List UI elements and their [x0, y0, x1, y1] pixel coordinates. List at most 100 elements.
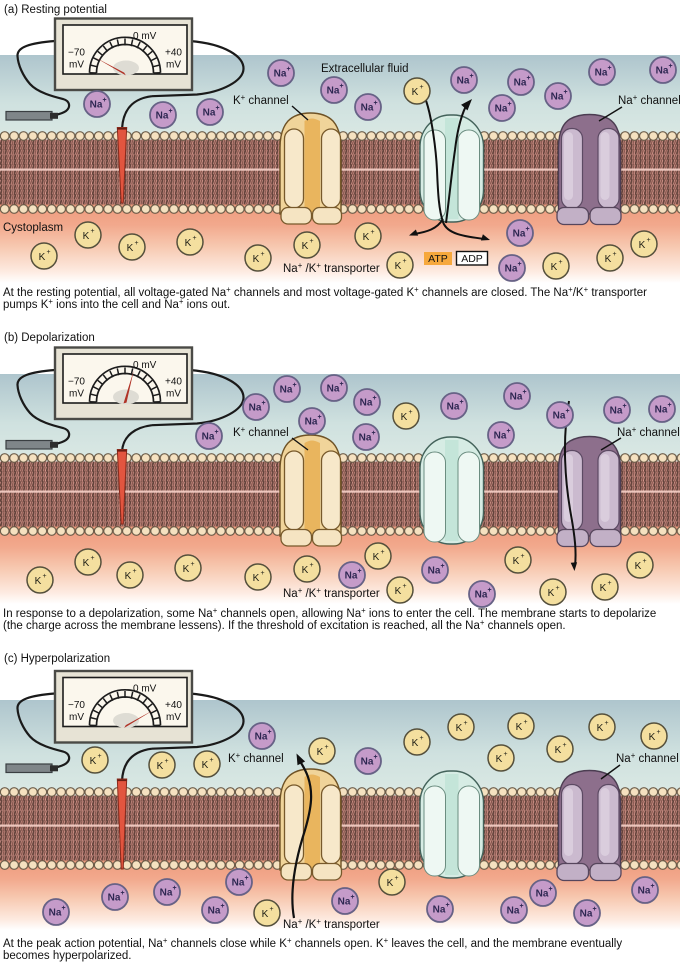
- svg-text:+: +: [317, 414, 321, 421]
- svg-text:Na: Na: [610, 406, 623, 417]
- svg-text:+: +: [134, 240, 138, 247]
- svg-text:K: K: [35, 576, 42, 587]
- svg-text:−70: −70: [68, 700, 85, 711]
- svg-text:+: +: [642, 558, 646, 565]
- svg-text:+: +: [339, 381, 343, 388]
- svg-text:K: K: [395, 261, 402, 272]
- svg-text:+: +: [469, 73, 473, 80]
- svg-text:K: K: [39, 252, 46, 263]
- svg-text:Na: Na: [360, 398, 373, 409]
- svg-text:K: K: [600, 583, 607, 594]
- svg-text:+: +: [42, 573, 46, 580]
- svg-text:Na: Na: [359, 433, 372, 444]
- svg-text:Na: Na: [160, 888, 173, 899]
- svg-text:Na: Na: [457, 76, 470, 87]
- svg-text:+: +: [267, 729, 271, 736]
- svg-text:+: +: [562, 742, 566, 749]
- svg-text:+: +: [487, 587, 491, 594]
- svg-text:Na: Na: [656, 66, 669, 77]
- svg-text:Na: Na: [553, 411, 566, 422]
- svg-text:+: +: [408, 409, 412, 416]
- svg-text:Na: Na: [345, 571, 358, 582]
- svg-text:K: K: [649, 732, 656, 743]
- svg-text:+: +: [220, 903, 224, 910]
- svg-text:+: +: [350, 894, 354, 901]
- svg-text:K: K: [202, 760, 209, 771]
- svg-text:+: +: [373, 754, 377, 761]
- svg-text:+: +: [244, 875, 248, 882]
- svg-text:+: +: [419, 84, 423, 91]
- svg-text:K: K: [90, 756, 97, 767]
- svg-text:Na: Na: [428, 566, 441, 577]
- svg-text:+: +: [371, 430, 375, 437]
- svg-text:+: +: [269, 906, 273, 913]
- svg-text:+: +: [90, 555, 94, 562]
- svg-text:+: +: [357, 568, 361, 575]
- svg-text:K: K: [253, 573, 260, 584]
- svg-text:Na: Na: [505, 264, 518, 275]
- svg-text:K: K: [185, 238, 192, 249]
- svg-text:+: +: [607, 65, 611, 72]
- svg-text:+: +: [164, 758, 168, 765]
- svg-text:+: +: [215, 105, 219, 112]
- svg-text:+: +: [565, 408, 569, 415]
- svg-text:+: +: [523, 719, 527, 726]
- svg-text:Na+ channel: Na+ channel: [618, 93, 680, 107]
- svg-text:+40: +40: [165, 700, 182, 711]
- svg-text:Na: Na: [494, 431, 507, 442]
- svg-text:+: +: [370, 229, 374, 236]
- svg-text:Na: Na: [338, 897, 351, 908]
- svg-text:K: K: [83, 558, 90, 569]
- svg-text:Na: Na: [327, 86, 340, 97]
- svg-text:mV: mV: [69, 389, 84, 400]
- svg-text:+: +: [563, 89, 567, 96]
- svg-text:In response to a depolarizatio: In response to a depolarization, some Na…: [3, 606, 656, 620]
- svg-text:Na: Na: [513, 229, 526, 240]
- svg-text:K: K: [401, 412, 408, 423]
- svg-text:+: +: [402, 583, 406, 590]
- svg-text:+: +: [339, 83, 343, 90]
- svg-text:K: K: [83, 231, 90, 242]
- svg-text:mV: mV: [69, 60, 84, 71]
- svg-text:Na: Na: [90, 100, 103, 111]
- svg-text:Na: Na: [507, 906, 520, 917]
- svg-text:+: +: [286, 66, 290, 73]
- svg-text:Na: Na: [447, 402, 460, 413]
- svg-text:K: K: [496, 754, 503, 765]
- svg-text:Na: Na: [551, 92, 564, 103]
- svg-text:mV: mV: [166, 60, 181, 71]
- svg-text:K: K: [456, 723, 463, 734]
- svg-text:Na: Na: [156, 111, 169, 122]
- svg-text:mV: mV: [166, 712, 181, 723]
- svg-text:ATP: ATP: [428, 253, 448, 265]
- svg-text:+: +: [612, 251, 616, 258]
- svg-text:Na: Na: [475, 590, 488, 601]
- svg-text:K: K: [412, 738, 419, 749]
- svg-text:+: +: [372, 395, 376, 402]
- svg-text:Na: Na: [595, 68, 608, 79]
- svg-text:becomes hyperpolarized.: becomes hyperpolarized.: [3, 950, 132, 962]
- svg-text:Na+ /K+ transporter: Na+ /K+ transporter: [283, 586, 380, 600]
- svg-text:K: K: [548, 588, 555, 599]
- svg-text:K: K: [125, 571, 132, 582]
- svg-text:Na: Na: [232, 878, 245, 889]
- svg-text:K: K: [639, 240, 646, 251]
- svg-text:Na: Na: [638, 886, 651, 897]
- svg-text:+: +: [607, 580, 611, 587]
- svg-text:+: +: [214, 429, 218, 436]
- svg-text:+: +: [592, 906, 596, 913]
- svg-text:+40: +40: [165, 48, 182, 59]
- svg-text:+: +: [622, 403, 626, 410]
- svg-text:At the resting potential, all: At the resting potential, all voltage-ga…: [3, 285, 647, 299]
- svg-text:+: +: [324, 744, 328, 751]
- svg-text:Na+ /K+ transporter: Na+ /K+ transporter: [283, 261, 380, 275]
- svg-text:+: +: [90, 228, 94, 235]
- svg-text:Na+ /K+ transporter: Na+ /K+ transporter: [283, 917, 380, 931]
- svg-text:Na: Na: [580, 909, 593, 920]
- svg-text:+: +: [517, 261, 521, 268]
- svg-text:K: K: [555, 745, 562, 756]
- svg-text:+: +: [61, 905, 65, 912]
- svg-text:Na: Na: [327, 384, 340, 395]
- svg-text:+: +: [506, 428, 510, 435]
- svg-text:+: +: [522, 389, 526, 396]
